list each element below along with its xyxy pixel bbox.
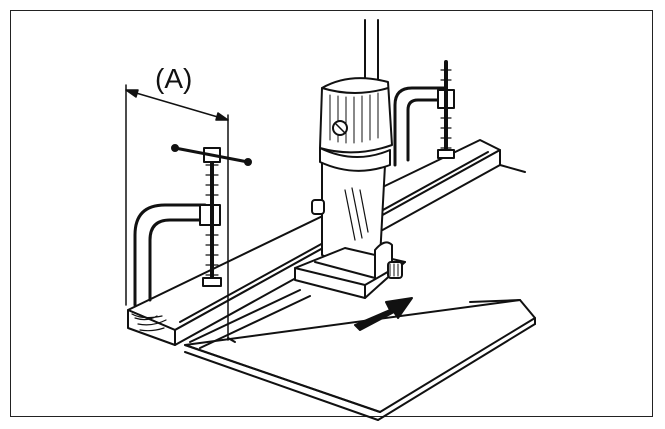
dimension-a-indicator <box>125 84 229 341</box>
dimension-label-a: (A) <box>155 63 192 94</box>
feed-direction-arrow-icon <box>354 297 413 331</box>
workpiece-board-icon <box>184 299 536 421</box>
clamp-icon <box>133 144 252 307</box>
clamp-icon <box>393 60 455 167</box>
guide-rail-lip <box>189 289 311 349</box>
router-icon <box>294 19 406 299</box>
